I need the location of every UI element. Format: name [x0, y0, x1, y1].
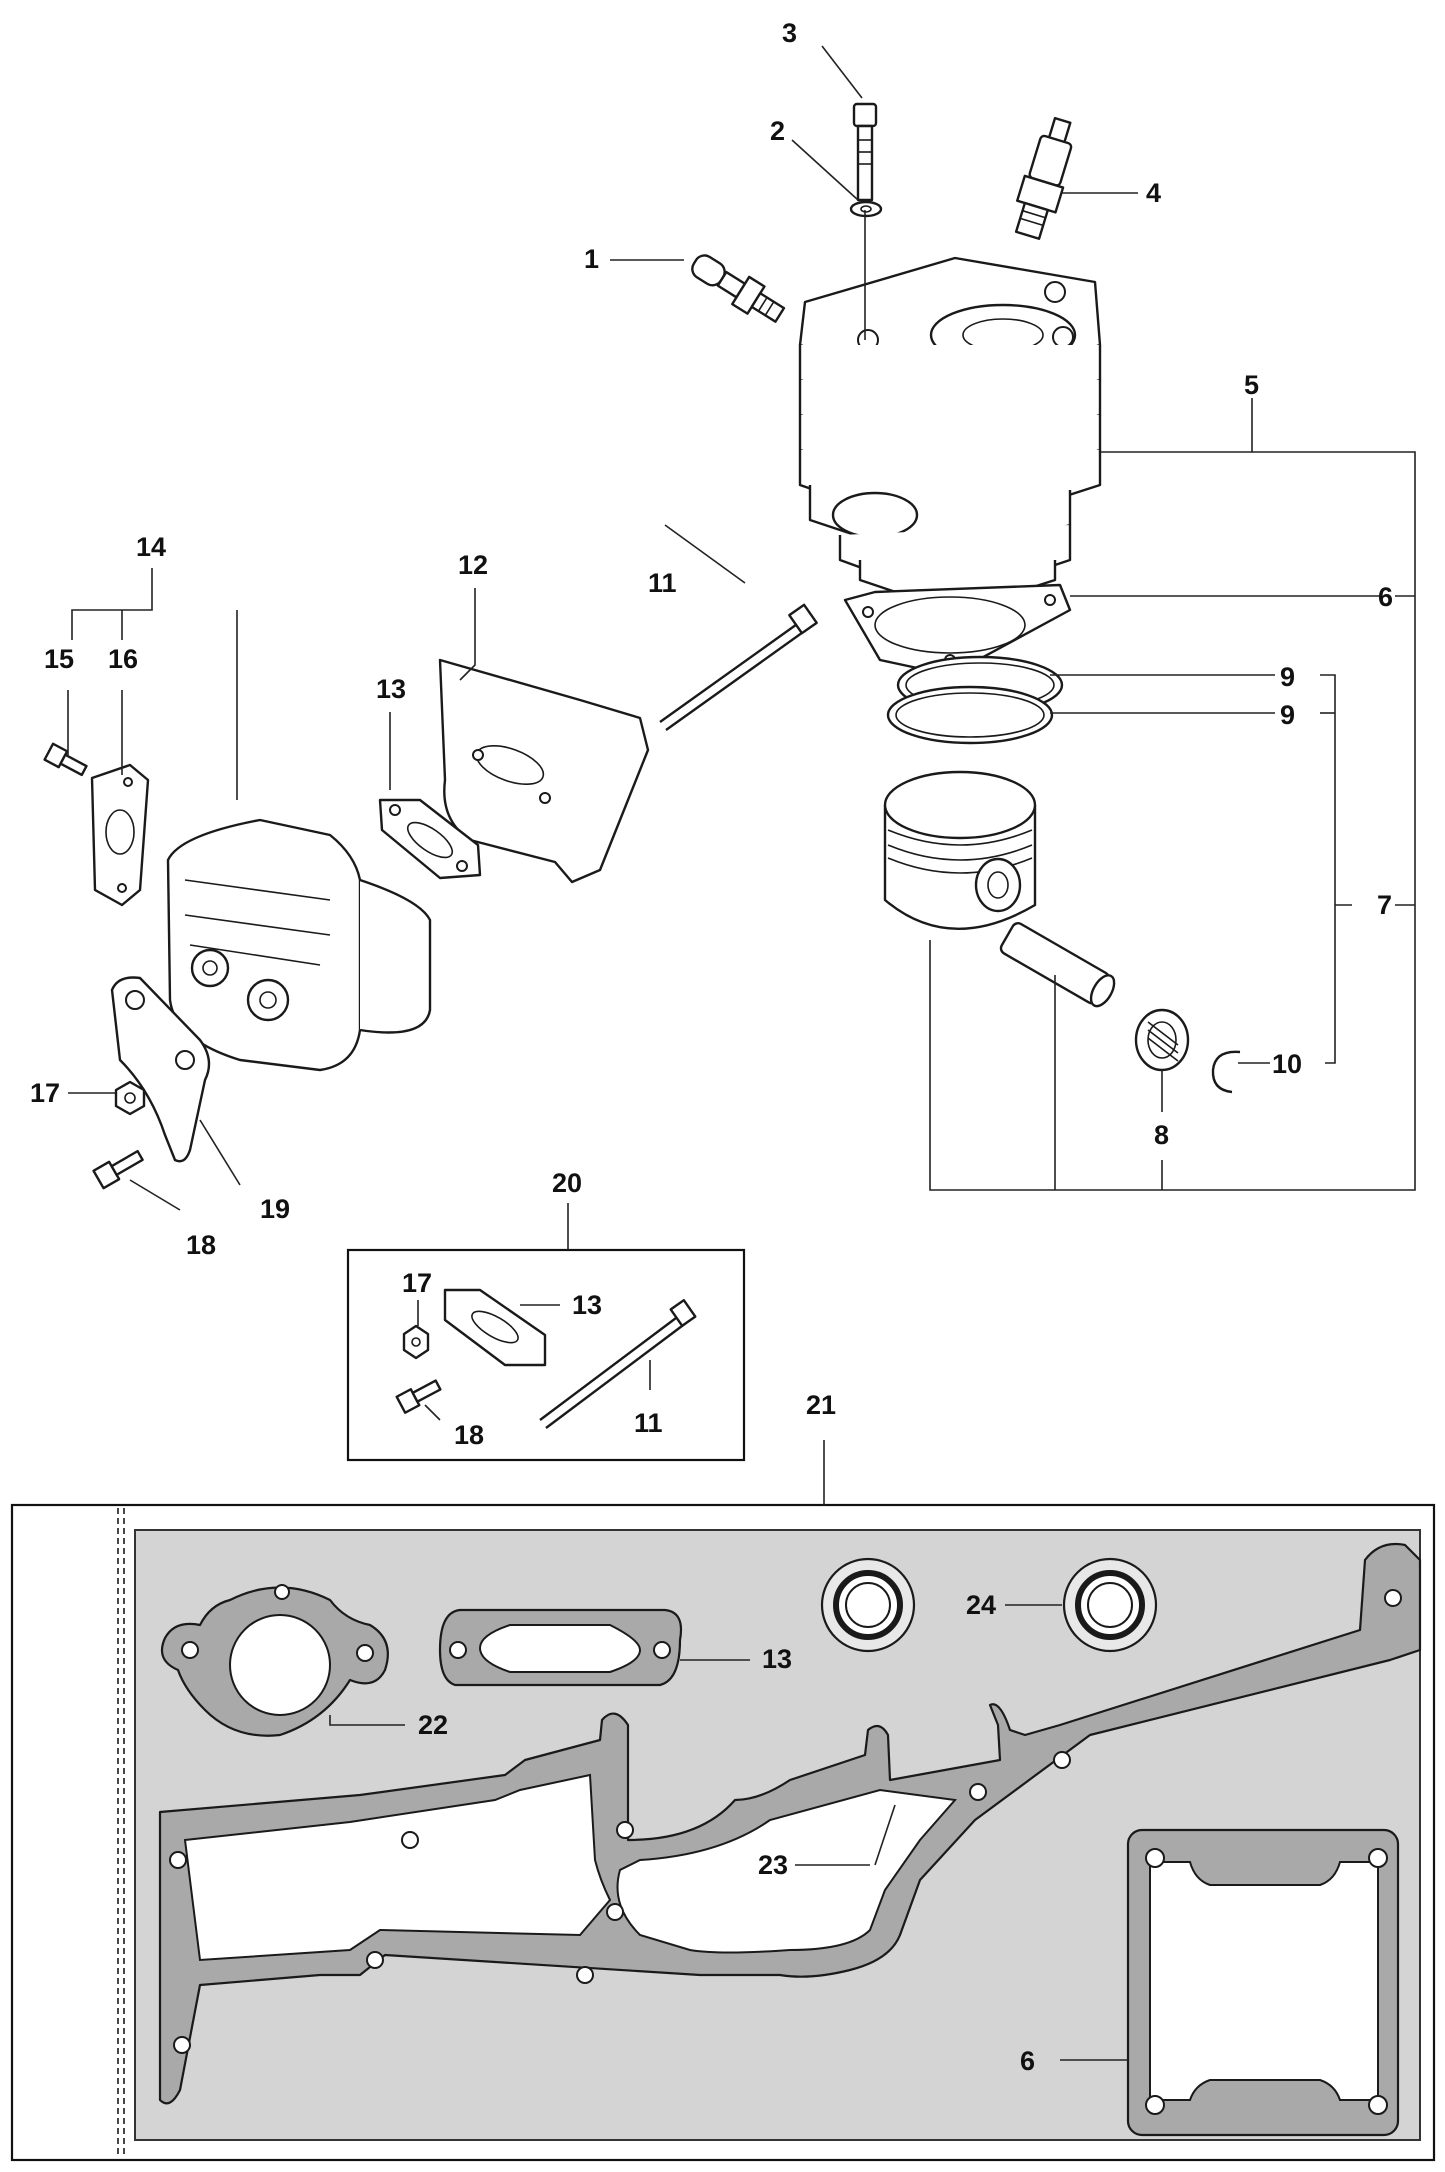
- kit-bolt: [539, 1299, 697, 1429]
- cover-screw: [43, 742, 88, 777]
- callout-1: 1: [584, 244, 599, 274]
- callout-11-kit: 11: [634, 1408, 663, 1438]
- callout-18-kit: 18: [454, 1420, 484, 1450]
- gasket-set: [10, 1503, 1436, 2162]
- cylinder-bolt: [852, 102, 878, 202]
- callout-18: 18: [186, 1230, 216, 1260]
- callout-10: 10: [1272, 1049, 1302, 1079]
- callout-11: 11: [648, 568, 677, 598]
- callout-24: 24: [966, 1590, 996, 1620]
- washer: [849, 200, 883, 218]
- spark-plug: [1014, 116, 1073, 240]
- crankcase-gasket: [158, 1542, 1422, 2105]
- callout-labels: 3 2 4 1 5 6 9 9 7 10 8 11 12 13 14 15 16…: [30, 18, 1393, 2076]
- circlip: [1211, 1050, 1241, 1094]
- leader-lines: [67, 45, 1416, 2061]
- callout-6-cylinder: 6: [1378, 582, 1393, 612]
- set-cylinder-base-gasket: [1126, 1828, 1400, 2137]
- kit-screw: [395, 1379, 442, 1414]
- cylinder-base-gasket: [843, 583, 1072, 677]
- muffler-bracket: [110, 976, 211, 1163]
- kit-nut: [402, 1324, 430, 1360]
- nut: [114, 1080, 146, 1116]
- piston: [883, 770, 1037, 930]
- callout-20: 20: [552, 1168, 582, 1198]
- callout-23: 23: [758, 1850, 788, 1880]
- oil-seal-right: [1062, 1557, 1158, 1653]
- piston-rings: [886, 655, 1064, 745]
- needle-bearing: [1134, 1008, 1190, 1072]
- callout-16: 16: [108, 644, 138, 674]
- muffler-kit-box: [346, 1248, 746, 1462]
- set-muffler-gasket: [438, 1608, 683, 1687]
- callout-15: 15: [44, 644, 74, 674]
- callout-3: 3: [782, 18, 797, 48]
- cylinder-assembly: [691, 102, 1241, 1094]
- callout-14: 14: [136, 532, 166, 562]
- callout-12: 12: [458, 550, 488, 580]
- callout-19: 19: [260, 1194, 290, 1224]
- muffler-bolt: [659, 603, 818, 731]
- callout-13-kit: 13: [572, 1290, 602, 1320]
- muffler-gasket: [378, 798, 482, 880]
- callout-4: 4: [1146, 178, 1161, 208]
- callout-9-lower: 9: [1280, 700, 1295, 730]
- bracket-screw: [92, 1149, 144, 1190]
- callout-13-set: 13: [762, 1644, 792, 1674]
- callout-17-kit: 17: [402, 1268, 432, 1298]
- callout-6-set: 6: [1020, 2046, 1035, 2076]
- callout-9-upper: 9: [1280, 662, 1295, 692]
- oil-seal-left: [820, 1557, 916, 1653]
- callout-5: 5: [1244, 370, 1259, 400]
- cylinder: [798, 256, 1102, 614]
- piston-pin: [999, 922, 1116, 1008]
- callout-2: 2: [770, 116, 785, 146]
- callout-22: 22: [418, 1710, 448, 1740]
- flange-gasket: [160, 1584, 389, 1737]
- muffler-body: [166, 818, 432, 1072]
- callout-7: 7: [1377, 890, 1392, 920]
- muffler-cover-plate: [90, 763, 150, 907]
- callout-17: 17: [30, 1078, 60, 1108]
- callout-21: 21: [806, 1390, 836, 1420]
- muffler-assembly: [43, 603, 818, 1190]
- callout-8: 8: [1154, 1120, 1169, 1150]
- kit-gasket: [443, 1288, 547, 1367]
- callout-13: 13: [376, 674, 406, 704]
- decompression-valve: [691, 254, 786, 323]
